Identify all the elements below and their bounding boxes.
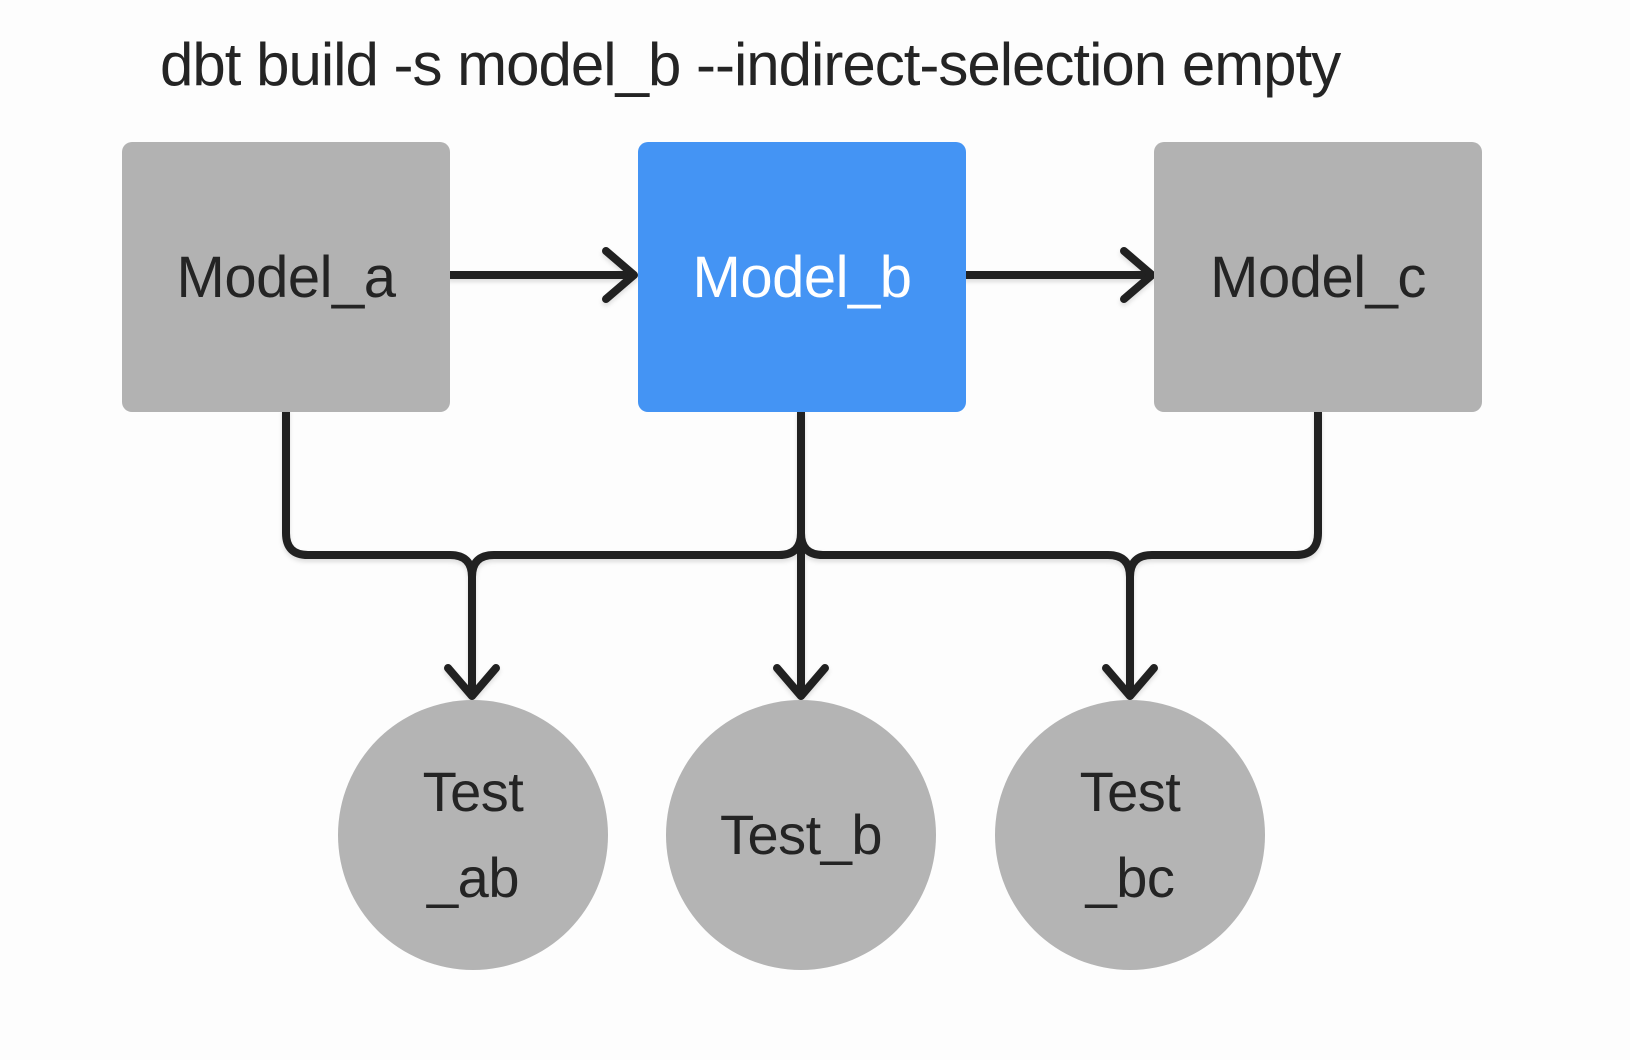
edge-model_b-to-test_ab <box>468 408 805 696</box>
node-test_bc-label-line2: _bc <box>1085 846 1175 909</box>
node-model_b-label: Model_b <box>692 244 912 310</box>
edge-group <box>282 247 1322 700</box>
diagram-title: dbt build -s model_b --indirect-selectio… <box>160 31 1341 98</box>
node-test_b-label-line1: Test_b <box>720 803 883 866</box>
node-model_a: Model_a <box>122 142 450 412</box>
node-model_c: Model_c <box>1154 142 1482 412</box>
node-model_b: Model_b <box>638 142 966 412</box>
edge-test_ab-arrowhead <box>444 664 500 700</box>
node-model_a-label: Model_a <box>176 244 396 310</box>
node-test_bc-label-line1: Test <box>1079 760 1181 823</box>
edge-test_b-arrowhead <box>773 664 829 700</box>
node-test_ab-label-line2: _ab <box>427 846 519 909</box>
node-test_ab-label-line1: Test <box>422 760 524 823</box>
node-test_ab: Test _ab <box>338 700 608 970</box>
edge-model_a-to-model_b-arrowhead <box>602 247 638 303</box>
edge-model_c-to-test_bc <box>1126 408 1322 696</box>
node-model_c-label: Model_c <box>1210 244 1426 310</box>
edge-model_b-to-model_c-arrowhead <box>1120 247 1156 303</box>
node-test_b: Test_b <box>666 700 936 970</box>
node-test_bc: Test _bc <box>995 700 1265 970</box>
edge-test_bc-arrowhead <box>1102 664 1158 700</box>
edge-model_b-to-test_bc <box>797 408 1134 696</box>
edge-model_a-to-test_ab <box>282 408 476 696</box>
